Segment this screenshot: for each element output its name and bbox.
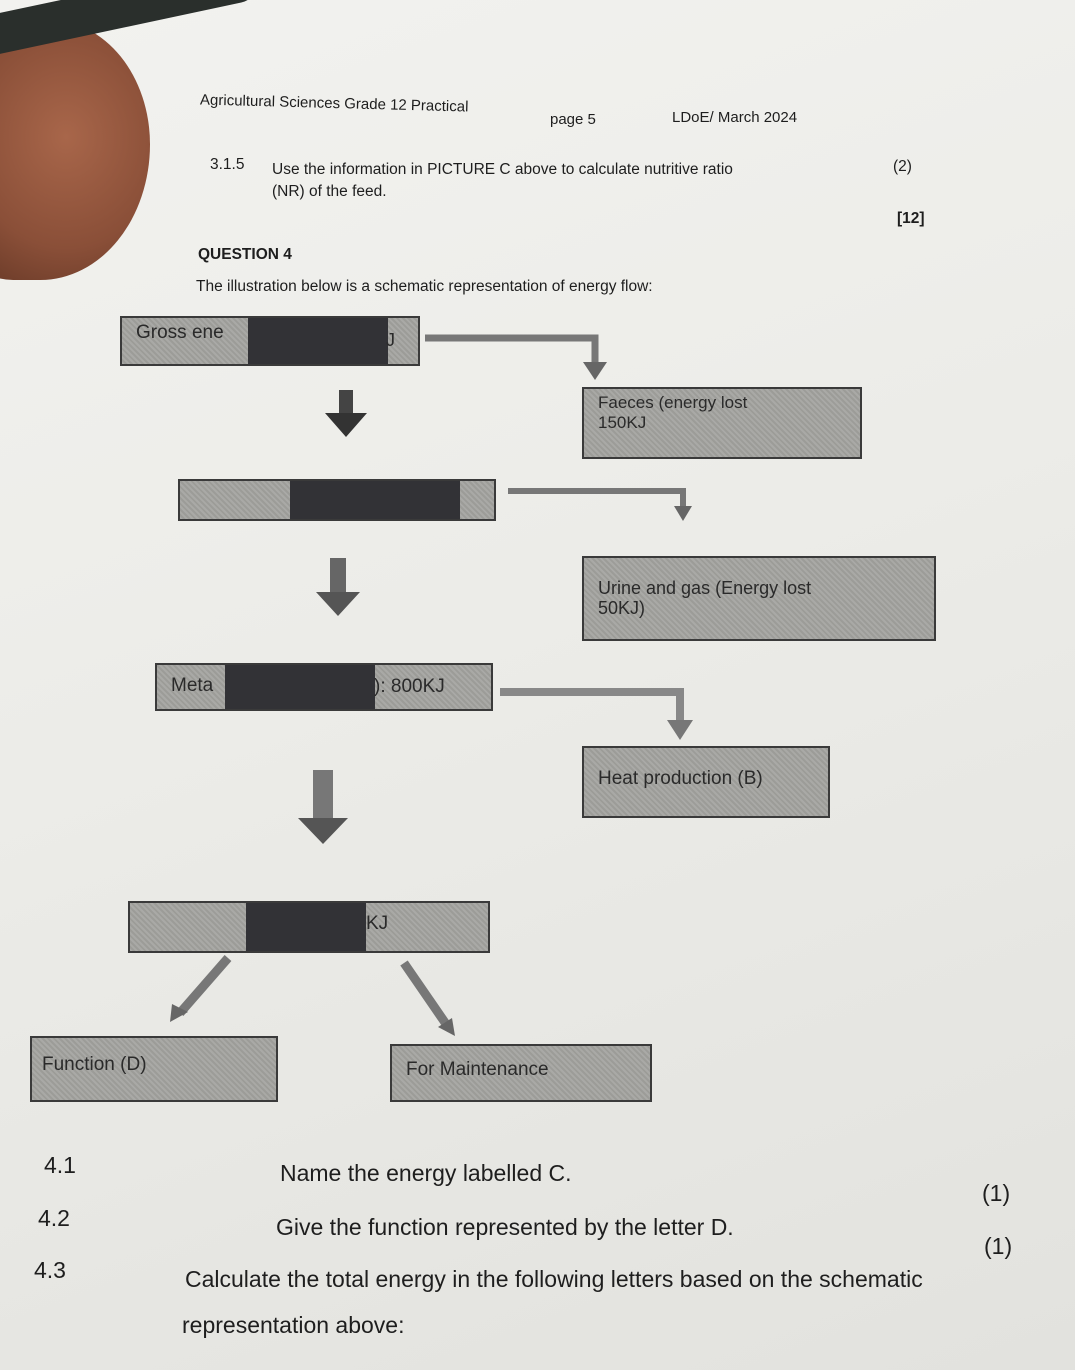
box-faeces: Faeces (energy lost 150KJ (582, 387, 862, 459)
question-4-3-number: 4.3 (34, 1257, 66, 1283)
redaction-mark (225, 665, 375, 709)
question-4-1-text: Name the energy labelled C. (280, 1160, 572, 1186)
redaction-mark (290, 481, 460, 519)
question-4-2-number: 4.2 (38, 1205, 70, 1231)
box-maintenance: For Maintenance (390, 1044, 652, 1102)
box-heat-production: Heat production (B) (582, 746, 830, 818)
section-total-marks: [12] (897, 210, 925, 227)
box-metabolisable-value: ): 800KJ (374, 676, 445, 697)
arrow-to-faeces (583, 362, 607, 380)
header-page: page 5 (550, 111, 596, 128)
arrow-to-function (170, 1004, 188, 1022)
question-4-2-text: Give the function represented by the let… (276, 1214, 734, 1240)
question-4-1-marks: (1) (982, 1180, 1011, 1206)
box-function-d-label: Function (D) (42, 1054, 147, 1075)
box-maintenance-label: For Maintenance (406, 1059, 549, 1080)
box-urine-gas-line1: Urine and gas (Energy lost (598, 578, 812, 598)
box-function-d: Function (D) (30, 1036, 278, 1102)
box-metabolisable-label: Meta (171, 675, 214, 696)
question-4-3-text-line2: representation above: (182, 1312, 405, 1338)
box-faeces-line1: Faeces (energy lost (598, 393, 748, 412)
box-gross-energy-unit: J (386, 330, 395, 350)
question-3-1-5-text-line2: (NR) of the feed. (272, 183, 387, 200)
arrow-down-1 (325, 413, 367, 437)
redaction-mark (246, 903, 366, 951)
arrow-down-3 (298, 818, 348, 844)
question-4-title: QUESTION 4 (198, 246, 292, 263)
box-faeces-line2: 150KJ (598, 413, 647, 432)
arrow-to-maintenance (438, 1018, 455, 1036)
box-urine-gas: Urine and gas (Energy lost 50KJ) (582, 556, 936, 641)
redaction-mark (248, 318, 388, 364)
box-urine-gas-line2: 50KJ) (598, 598, 646, 618)
question-4-1-number: 4.1 (44, 1152, 76, 1178)
question-3-1-5-number: 3.1.5 (210, 156, 245, 173)
header-source: LDoE/ March 2024 (672, 109, 798, 126)
question-3-1-5-text-line1: Use the information in PICTURE C above t… (272, 161, 733, 178)
box-net-energy-unit: KJ (366, 913, 389, 934)
arrow-down-2 (316, 592, 360, 616)
arrow-to-urine (674, 506, 692, 521)
question-3-1-5-marks: (2) (893, 158, 912, 175)
arrow-to-heat (667, 720, 693, 740)
question-4-3-text-line1: Calculate the total energy in the follow… (185, 1266, 923, 1292)
question-4-intro: The illustration below is a schematic re… (196, 278, 653, 295)
box-heat-production-label: Heat production (B) (598, 768, 763, 789)
question-4-2-marks: (1) (984, 1233, 1013, 1259)
box-gross-energy-label: Gross ene (136, 322, 224, 343)
